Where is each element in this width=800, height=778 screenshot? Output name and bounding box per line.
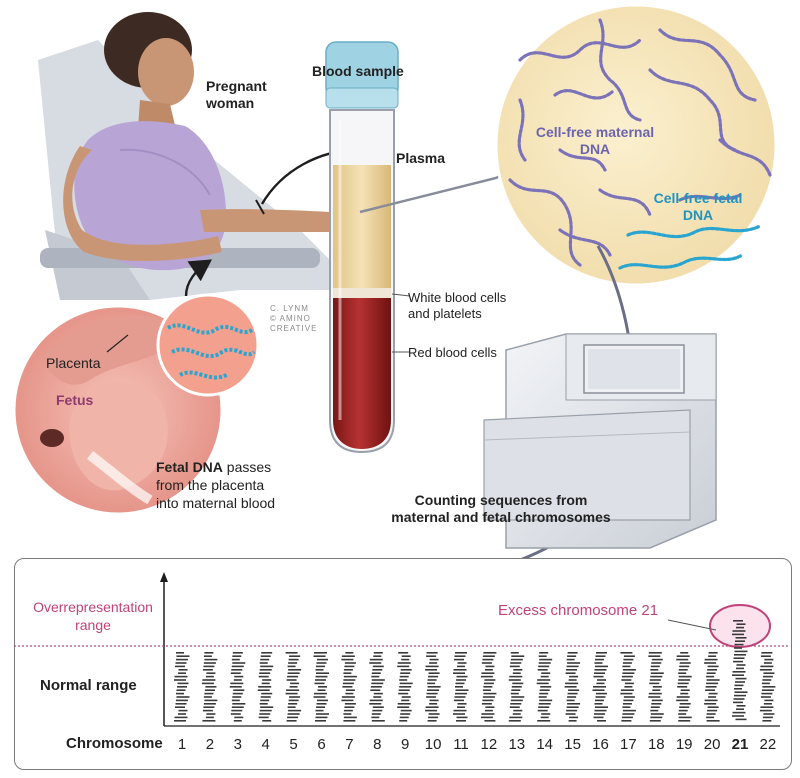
chromosome-bar-6 — [314, 652, 330, 722]
chromosome-tick-16: 16 — [588, 736, 614, 753]
chromosome-bar-19 — [676, 652, 692, 722]
chromosome-tick-7: 7 — [336, 736, 362, 753]
chromosome-tick-20: 20 — [699, 736, 725, 753]
y-axis-arrowhead — [160, 572, 168, 582]
x-axis-label: Chromosome — [66, 736, 163, 752]
excess-annotation-label: Excess chromosome 21 — [498, 603, 658, 619]
chromosome-bar-5 — [286, 652, 302, 722]
chromosome-bar-20 — [704, 652, 720, 722]
chromosome-tick-17: 17 — [615, 736, 641, 753]
chromosome-bar-12 — [481, 652, 497, 722]
chromosome-tick-2: 2 — [197, 736, 223, 753]
chromosome-tick-22: 22 — [755, 736, 781, 753]
normal-range-label: Normal range — [40, 678, 137, 694]
annotation-leader — [668, 620, 716, 630]
chromosome-bar-10 — [425, 652, 441, 722]
chromosome-tick-12: 12 — [476, 736, 502, 753]
chromosome-tick-15: 15 — [560, 736, 586, 753]
chromosome-bar-9 — [397, 652, 413, 722]
chromosome-tick-10: 10 — [420, 736, 446, 753]
chromosome-bar-18 — [648, 652, 664, 722]
overrepresentation-line-1: Overrepresentation — [22, 598, 164, 616]
chromosome-tick-1: 1 — [169, 736, 195, 753]
chromosome-bar-15 — [565, 652, 581, 722]
chromosome-bar-7 — [341, 652, 357, 722]
chromosome-tick-9: 9 — [392, 736, 418, 753]
chromosome-bar-17 — [620, 652, 636, 722]
chromosome-tick-5: 5 — [281, 736, 307, 753]
chromosome-tick-8: 8 — [364, 736, 390, 753]
chromosome-bar-3 — [230, 652, 246, 722]
chromosome-tick-13: 13 — [504, 736, 530, 753]
chromosome-bar-8 — [369, 652, 385, 722]
chromosome-tick-11: 11 — [448, 736, 474, 753]
chromosome-tick-18: 18 — [643, 736, 669, 753]
chromosome-tick-6: 6 — [309, 736, 335, 753]
chromosome-bar-1 — [174, 652, 190, 722]
overrepresentation-line-2: range — [22, 616, 164, 634]
chromosome-bar-22 — [760, 652, 776, 722]
overrepresentation-label: Overrepresentation range — [22, 598, 164, 634]
chromosome-bar-4 — [258, 652, 274, 722]
chromosome-tick-14: 14 — [532, 736, 558, 753]
chromosome-tick-21: 21 — [727, 736, 753, 753]
chromosome-tick-3: 3 — [225, 736, 251, 753]
chromosome-bar-2 — [202, 652, 218, 722]
chromosome-bar-16 — [593, 652, 609, 722]
chromosome-bar-13 — [509, 652, 525, 722]
chromosome-tick-19: 19 — [671, 736, 697, 753]
chromosome-bars — [174, 620, 775, 722]
chromosome-bar-14 — [537, 652, 553, 722]
chromosome-tick-4: 4 — [253, 736, 279, 753]
chromosome-bar-11 — [453, 652, 469, 722]
